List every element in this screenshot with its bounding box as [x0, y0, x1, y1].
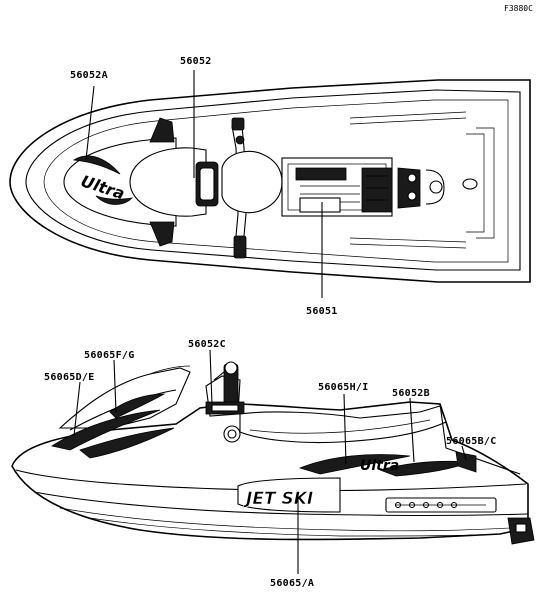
side-front-decal — [50, 409, 161, 451]
top-rear-rail — [476, 127, 495, 239]
top-rear-knob — [429, 180, 443, 194]
top-rear-rail-2 — [466, 133, 485, 233]
top-callout-a: 56052A — [70, 70, 108, 81]
side-louver-box — [385, 497, 497, 513]
side-front-decal-2 — [79, 427, 175, 459]
side-fuel-cap — [223, 425, 241, 443]
side-louver-dot-5 — [450, 501, 458, 509]
top-seat — [221, 150, 283, 214]
top-steering-pad-inner — [199, 167, 215, 201]
top-engine-block — [295, 167, 347, 181]
side-rear-tip — [455, 451, 477, 473]
top-hull-inner-2 — [43, 99, 509, 263]
side-callout-g: 56065/A — [270, 578, 314, 589]
top-battery-label — [299, 197, 341, 213]
top-mirror-upper — [149, 117, 175, 143]
top-groove-upper — [349, 111, 467, 119]
top-hull-outline — [9, 79, 531, 283]
side-chine-lower — [59, 507, 511, 532]
top-tow-eye — [462, 178, 478, 190]
side-hood — [58, 367, 191, 429]
top-groove-lower — [349, 243, 467, 249]
top-rear-deck-dark — [397, 167, 421, 209]
side-louver-dot-3 — [422, 501, 430, 509]
top-groove-lower-2 — [349, 237, 467, 243]
top-engine-right — [361, 167, 393, 213]
side-callout-f: 56065B/C — [446, 436, 497, 447]
side-jetski-decal — [237, 477, 341, 513]
side-leader-d — [343, 393, 347, 465]
side-chine-lower-2 — [89, 517, 501, 537]
figure-code: F3880C — [504, 4, 533, 13]
top-callout-c: 56051 — [306, 306, 338, 317]
side-callout-d: 56065H/I — [318, 382, 369, 393]
top-callout-b: 56052 — [180, 56, 212, 67]
side-hull-outline — [11, 401, 529, 541]
top-hood — [129, 147, 207, 217]
side-jetski-logo: JET SKI — [243, 489, 313, 509]
side-rear-deck — [439, 403, 521, 475]
side-grip-end — [224, 361, 238, 375]
side-leader-b — [209, 349, 213, 405]
side-callout-b: 56052C — [188, 339, 226, 350]
side-louver-dot-1 — [394, 501, 402, 509]
top-grip-end-upper — [235, 135, 245, 145]
side-console-decal-label — [211, 404, 239, 412]
side-seat-line — [249, 419, 431, 434]
side-rear-decal — [298, 454, 411, 475]
top-grip-lower — [233, 235, 247, 259]
side-leader-e — [409, 397, 415, 463]
top-hull-inner — [25, 89, 521, 271]
side-rear-logo-script: Ultra — [360, 458, 399, 474]
side-nozzle-detail — [515, 523, 527, 533]
top-view-craft: Ultra — [9, 79, 531, 283]
side-handlebar — [213, 371, 225, 381]
side-chine-mid — [33, 491, 529, 517]
top-front-decal-2 — [95, 195, 134, 205]
side-callout-a: 56065F/G — [84, 350, 135, 361]
top-engine-right-detail — [366, 175, 388, 201]
side-leader-f — [461, 445, 467, 461]
top-rear-handle — [425, 169, 445, 205]
top-front-decal — [72, 155, 121, 175]
side-callout-e: 56052B — [392, 388, 430, 399]
side-callout-c: 56065D/E — [44, 372, 95, 383]
side-front-decal-3 — [109, 393, 166, 419]
top-fuel-cap — [407, 173, 417, 183]
top-grip-upper — [231, 117, 245, 131]
side-louver-dot-4 — [436, 501, 444, 509]
side-leader-c — [73, 381, 81, 437]
top-mirror-lower — [149, 221, 175, 247]
side-windshield — [149, 365, 191, 375]
top-oil-cap — [407, 191, 417, 201]
top-groove-upper-2 — [349, 117, 467, 125]
side-louver-dot-2 — [408, 501, 416, 509]
top-leader-a — [85, 85, 95, 161]
side-view-craft: Ultra JET SKI — [11, 361, 535, 545]
side-fuel-cap-inner — [227, 429, 237, 439]
side-seat — [239, 405, 447, 444]
side-leader-a — [113, 359, 117, 413]
